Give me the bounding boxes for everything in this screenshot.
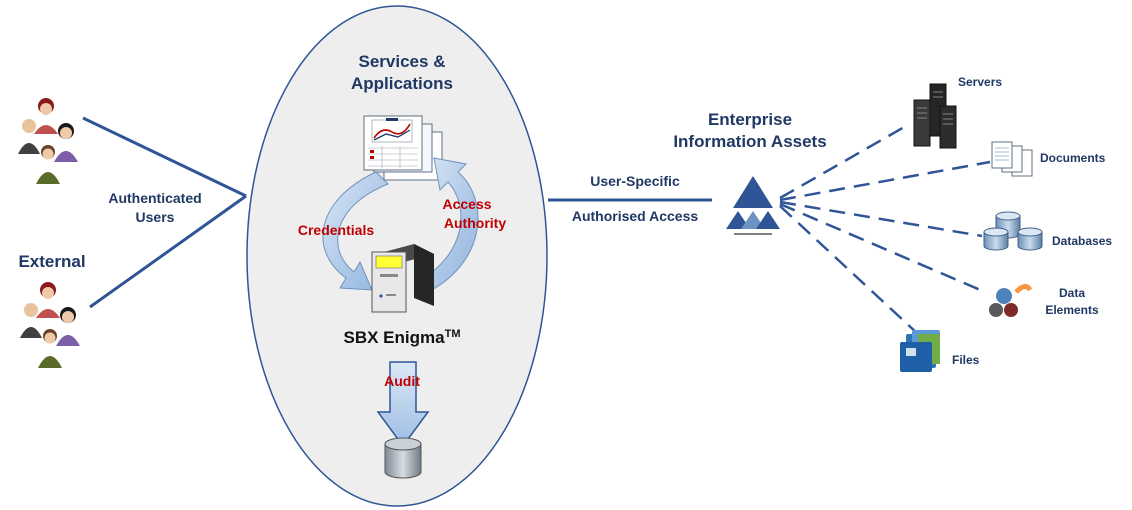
- access-authority-arrow: [419, 157, 479, 293]
- files-label: Files: [952, 353, 980, 367]
- servers-icon: [913, 83, 957, 149]
- documents-icon: [991, 141, 1033, 177]
- access-label: Access: [442, 196, 492, 212]
- user-group-authenticated-icon: [18, 98, 78, 184]
- sbx-enigma-name: SBX Enigma: [343, 328, 445, 347]
- databases-label: Databases: [1052, 234, 1113, 248]
- audit-label: Audit: [384, 373, 420, 389]
- authority-label: Authority: [443, 215, 507, 231]
- user-group-external-icon: [20, 282, 80, 368]
- authenticated-label: Authenticated: [108, 190, 202, 206]
- external-label: External: [18, 252, 86, 271]
- audit-log-database-icon: [384, 437, 422, 479]
- data-elements-icon: [989, 284, 1033, 317]
- documents-label: Documents: [1040, 151, 1106, 165]
- user-specific-label: User-Specific: [590, 173, 680, 189]
- authorised-access-label: Authorised Access: [571, 208, 699, 224]
- user-connectors: [82, 116, 247, 309]
- trademark-mark: TM: [444, 328, 461, 340]
- servers-label: Servers: [958, 75, 1003, 89]
- services-title-line1: Services &: [358, 52, 446, 71]
- enterprise-triangle-logo-icon: [726, 176, 780, 235]
- data-elements-label-line2: Elements: [1045, 303, 1099, 317]
- audit-arrow: [376, 361, 430, 448]
- asset-connectors: [779, 124, 991, 335]
- services-title-line2: Applications: [350, 74, 453, 93]
- sbx-enigma-label: SBX EnigmaTM: [320, 328, 484, 348]
- credentials-label: Credentials: [297, 222, 375, 238]
- users-label: Users: [135, 209, 175, 225]
- enterprise-label-line2: Information Assets: [673, 132, 827, 151]
- files-icon: [900, 330, 940, 372]
- enterprise-label-line1: Enterprise: [707, 110, 793, 129]
- data-elements-label-line1: Data: [1058, 286, 1085, 300]
- sbx-enigma-server-icon: [371, 244, 434, 313]
- databases-icon: [983, 211, 1043, 251]
- application-documents-icon: [363, 115, 443, 181]
